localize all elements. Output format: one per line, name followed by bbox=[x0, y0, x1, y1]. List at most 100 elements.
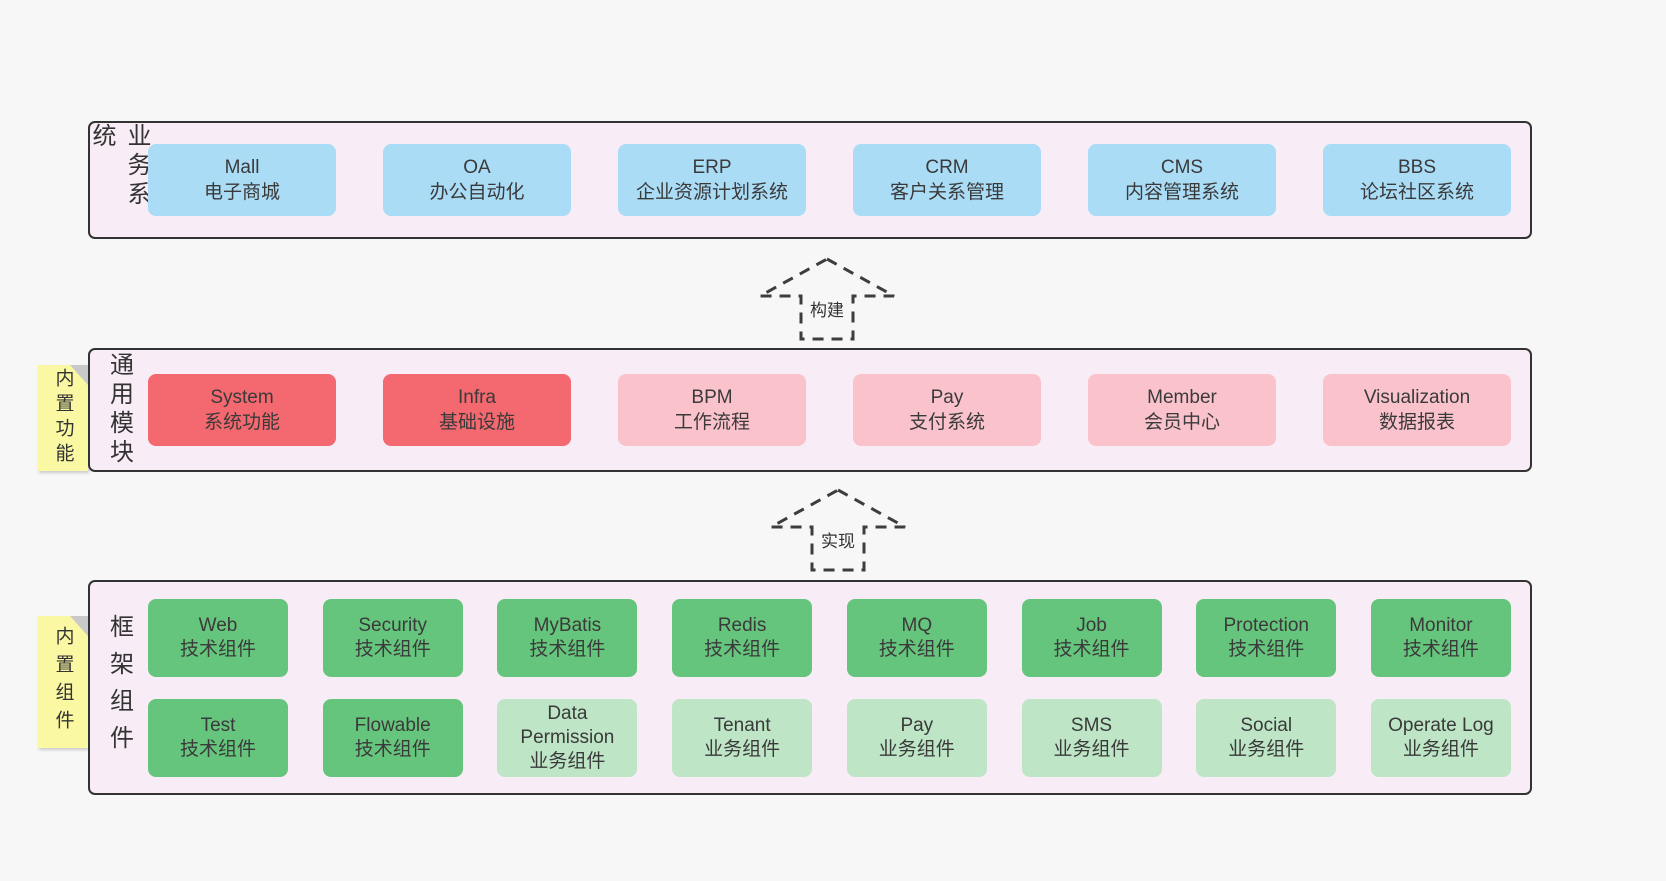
components-row-2: Test 技术组件 Flowable 技术组件 Data Permission … bbox=[148, 698, 1511, 777]
box-title: Job bbox=[1076, 614, 1107, 636]
box-title: Infra bbox=[457, 387, 497, 408]
box-visualization: Visualization 数据报表 bbox=[1323, 374, 1511, 446]
box-title: MQ bbox=[901, 614, 933, 636]
box-title: Flowable bbox=[354, 714, 431, 736]
box-title: Redis bbox=[717, 614, 767, 636]
box-title: Visualization bbox=[1363, 387, 1471, 408]
panel-title-components: 框架组件 bbox=[105, 613, 133, 762]
panel-title-business: 业务系统 bbox=[88, 123, 150, 210]
box-title: SMS bbox=[1070, 714, 1113, 736]
box-redis: Redis 技术组件 bbox=[672, 598, 813, 677]
box-desc: 技术组件 bbox=[179, 738, 256, 760]
box-flowable: Flowable 技术组件 bbox=[322, 698, 463, 777]
sticky-note-label: 内置组件 bbox=[52, 626, 74, 738]
box-desc: 内容管理系统 bbox=[1124, 182, 1239, 203]
business-systems-row: Mall 电子商城 OA 办公自动化 ERP 企业资源计划系统 CRM 客户关系… bbox=[148, 123, 1530, 237]
box-title: Operate Log bbox=[1388, 714, 1494, 736]
box-bpm: BPM 工作流程 bbox=[618, 374, 806, 446]
box-desc: 办公自动化 bbox=[429, 182, 525, 203]
box-security: Security 技术组件 bbox=[322, 598, 463, 677]
box-desc: 业务组件 bbox=[704, 738, 781, 760]
box-desc: 技术组件 bbox=[354, 638, 431, 660]
box-title: System bbox=[210, 387, 274, 408]
box-sms: SMS 业务组件 bbox=[1021, 698, 1162, 777]
box-title: Web bbox=[198, 614, 238, 636]
box-title: CRM bbox=[925, 157, 969, 178]
implement-arrow: 实现 bbox=[768, 487, 908, 573]
box-title: Protection bbox=[1223, 614, 1309, 636]
box-pay-module: Pay 支付系统 bbox=[853, 374, 1041, 446]
box-title: Member bbox=[1147, 387, 1217, 408]
box-bbs: BBS 论坛社区系统 bbox=[1323, 144, 1511, 216]
box-desc: 电子商城 bbox=[203, 182, 280, 203]
common-modules-row: System 系统功能 Infra 基础设施 BPM 工作流程 Pay 支付系统… bbox=[148, 350, 1530, 470]
box-title: BBS bbox=[1397, 157, 1437, 178]
box-test: Test 技术组件 bbox=[148, 698, 288, 777]
sticky-note-builtin-features: 内置功能 bbox=[38, 365, 88, 471]
box-title: Test bbox=[200, 714, 236, 736]
box-desc: 技术组件 bbox=[1228, 638, 1305, 660]
box-desc: 业务组件 bbox=[1402, 738, 1479, 760]
box-title: Social bbox=[1240, 714, 1293, 736]
box-desc: 技术组件 bbox=[529, 638, 606, 660]
implement-arrow-label: 实现 bbox=[818, 527, 858, 552]
box-pay-component: Pay 业务组件 bbox=[846, 698, 987, 777]
box-crm: CRM 客户关系管理 bbox=[853, 144, 1041, 216]
build-arrow-label: 构建 bbox=[807, 296, 847, 321]
box-desc: 论坛社区系统 bbox=[1359, 182, 1474, 203]
sticky-note-builtin-components: 内置组件 bbox=[38, 616, 88, 748]
business-systems-panel: 业务系统 Mall 电子商城 OA 办公自动化 ERP 企业资源计划系统 CRM… bbox=[88, 121, 1532, 239]
box-social: Social 业务组件 bbox=[1196, 698, 1337, 777]
box-title: Mall bbox=[224, 157, 260, 178]
box-desc: 业务组件 bbox=[1228, 738, 1305, 760]
components-row-1: Web 技术组件 Security 技术组件 MyBatis 技术组件 Redi… bbox=[148, 598, 1511, 677]
box-infra: Infra 基础设施 bbox=[383, 374, 571, 446]
box-desc: 会员中心 bbox=[1143, 412, 1220, 433]
box-title: Security bbox=[358, 614, 428, 636]
box-title: Tenant bbox=[713, 714, 771, 736]
box-desc: 技术组件 bbox=[1053, 638, 1130, 660]
box-monitor: Monitor 技术组件 bbox=[1370, 598, 1511, 677]
framework-components-grid: Web 技术组件 Security 技术组件 MyBatis 技术组件 Redi… bbox=[148, 582, 1530, 793]
box-desc: 业务组件 bbox=[529, 750, 606, 772]
framework-components-panel: 框架组件 Web 技术组件 Security 技术组件 MyBatis 技术组件… bbox=[88, 580, 1532, 795]
box-tenant: Tenant 业务组件 bbox=[672, 698, 813, 777]
box-title: Data Permission bbox=[520, 702, 615, 748]
box-system: System 系统功能 bbox=[148, 374, 336, 446]
common-modules-panel: 通用模块 System 系统功能 Infra 基础设施 BPM 工作流程 Pay… bbox=[88, 348, 1532, 472]
up-arrow-icon bbox=[770, 488, 906, 572]
box-desc: 基础设施 bbox=[438, 412, 515, 433]
box-job: Job 技术组件 bbox=[1021, 598, 1162, 677]
build-arrow: 构建 bbox=[757, 256, 897, 342]
box-desc: 工作流程 bbox=[673, 412, 750, 433]
box-desc: 技术组件 bbox=[704, 638, 781, 660]
box-desc: 数据报表 bbox=[1378, 412, 1455, 433]
box-title: OA bbox=[463, 157, 491, 178]
up-arrow-icon bbox=[759, 257, 895, 341]
box-web: Web 技术组件 bbox=[148, 598, 288, 677]
box-desc: 技术组件 bbox=[878, 638, 955, 660]
sticky-note-label: 内置功能 bbox=[52, 368, 74, 468]
box-cms: CMS 内容管理系统 bbox=[1088, 144, 1276, 216]
box-title: Monitor bbox=[1409, 614, 1473, 636]
box-desc: 支付系统 bbox=[908, 412, 985, 433]
box-protection: Protection 技术组件 bbox=[1196, 598, 1337, 677]
box-mall: Mall 电子商城 bbox=[148, 144, 336, 216]
box-oa: OA 办公自动化 bbox=[383, 144, 571, 216]
box-erp: ERP 企业资源计划系统 bbox=[618, 144, 806, 216]
box-desc: 客户关系管理 bbox=[889, 182, 1004, 203]
panel-title-modules: 通用模块 bbox=[105, 352, 133, 468]
box-title: ERP bbox=[692, 157, 732, 178]
box-title: MyBatis bbox=[533, 614, 602, 636]
box-desc: 系统功能 bbox=[203, 412, 280, 433]
box-desc: 技术组件 bbox=[179, 638, 256, 660]
box-title: Pay bbox=[930, 387, 964, 408]
box-title: BPM bbox=[691, 387, 733, 408]
box-desc: 业务组件 bbox=[1053, 738, 1130, 760]
box-operate-log: Operate Log 业务组件 bbox=[1370, 698, 1511, 777]
box-member: Member 会员中心 bbox=[1088, 374, 1276, 446]
box-data-permission: Data Permission 业务组件 bbox=[497, 698, 638, 777]
box-title: Pay bbox=[900, 714, 934, 736]
box-title: CMS bbox=[1160, 157, 1204, 178]
